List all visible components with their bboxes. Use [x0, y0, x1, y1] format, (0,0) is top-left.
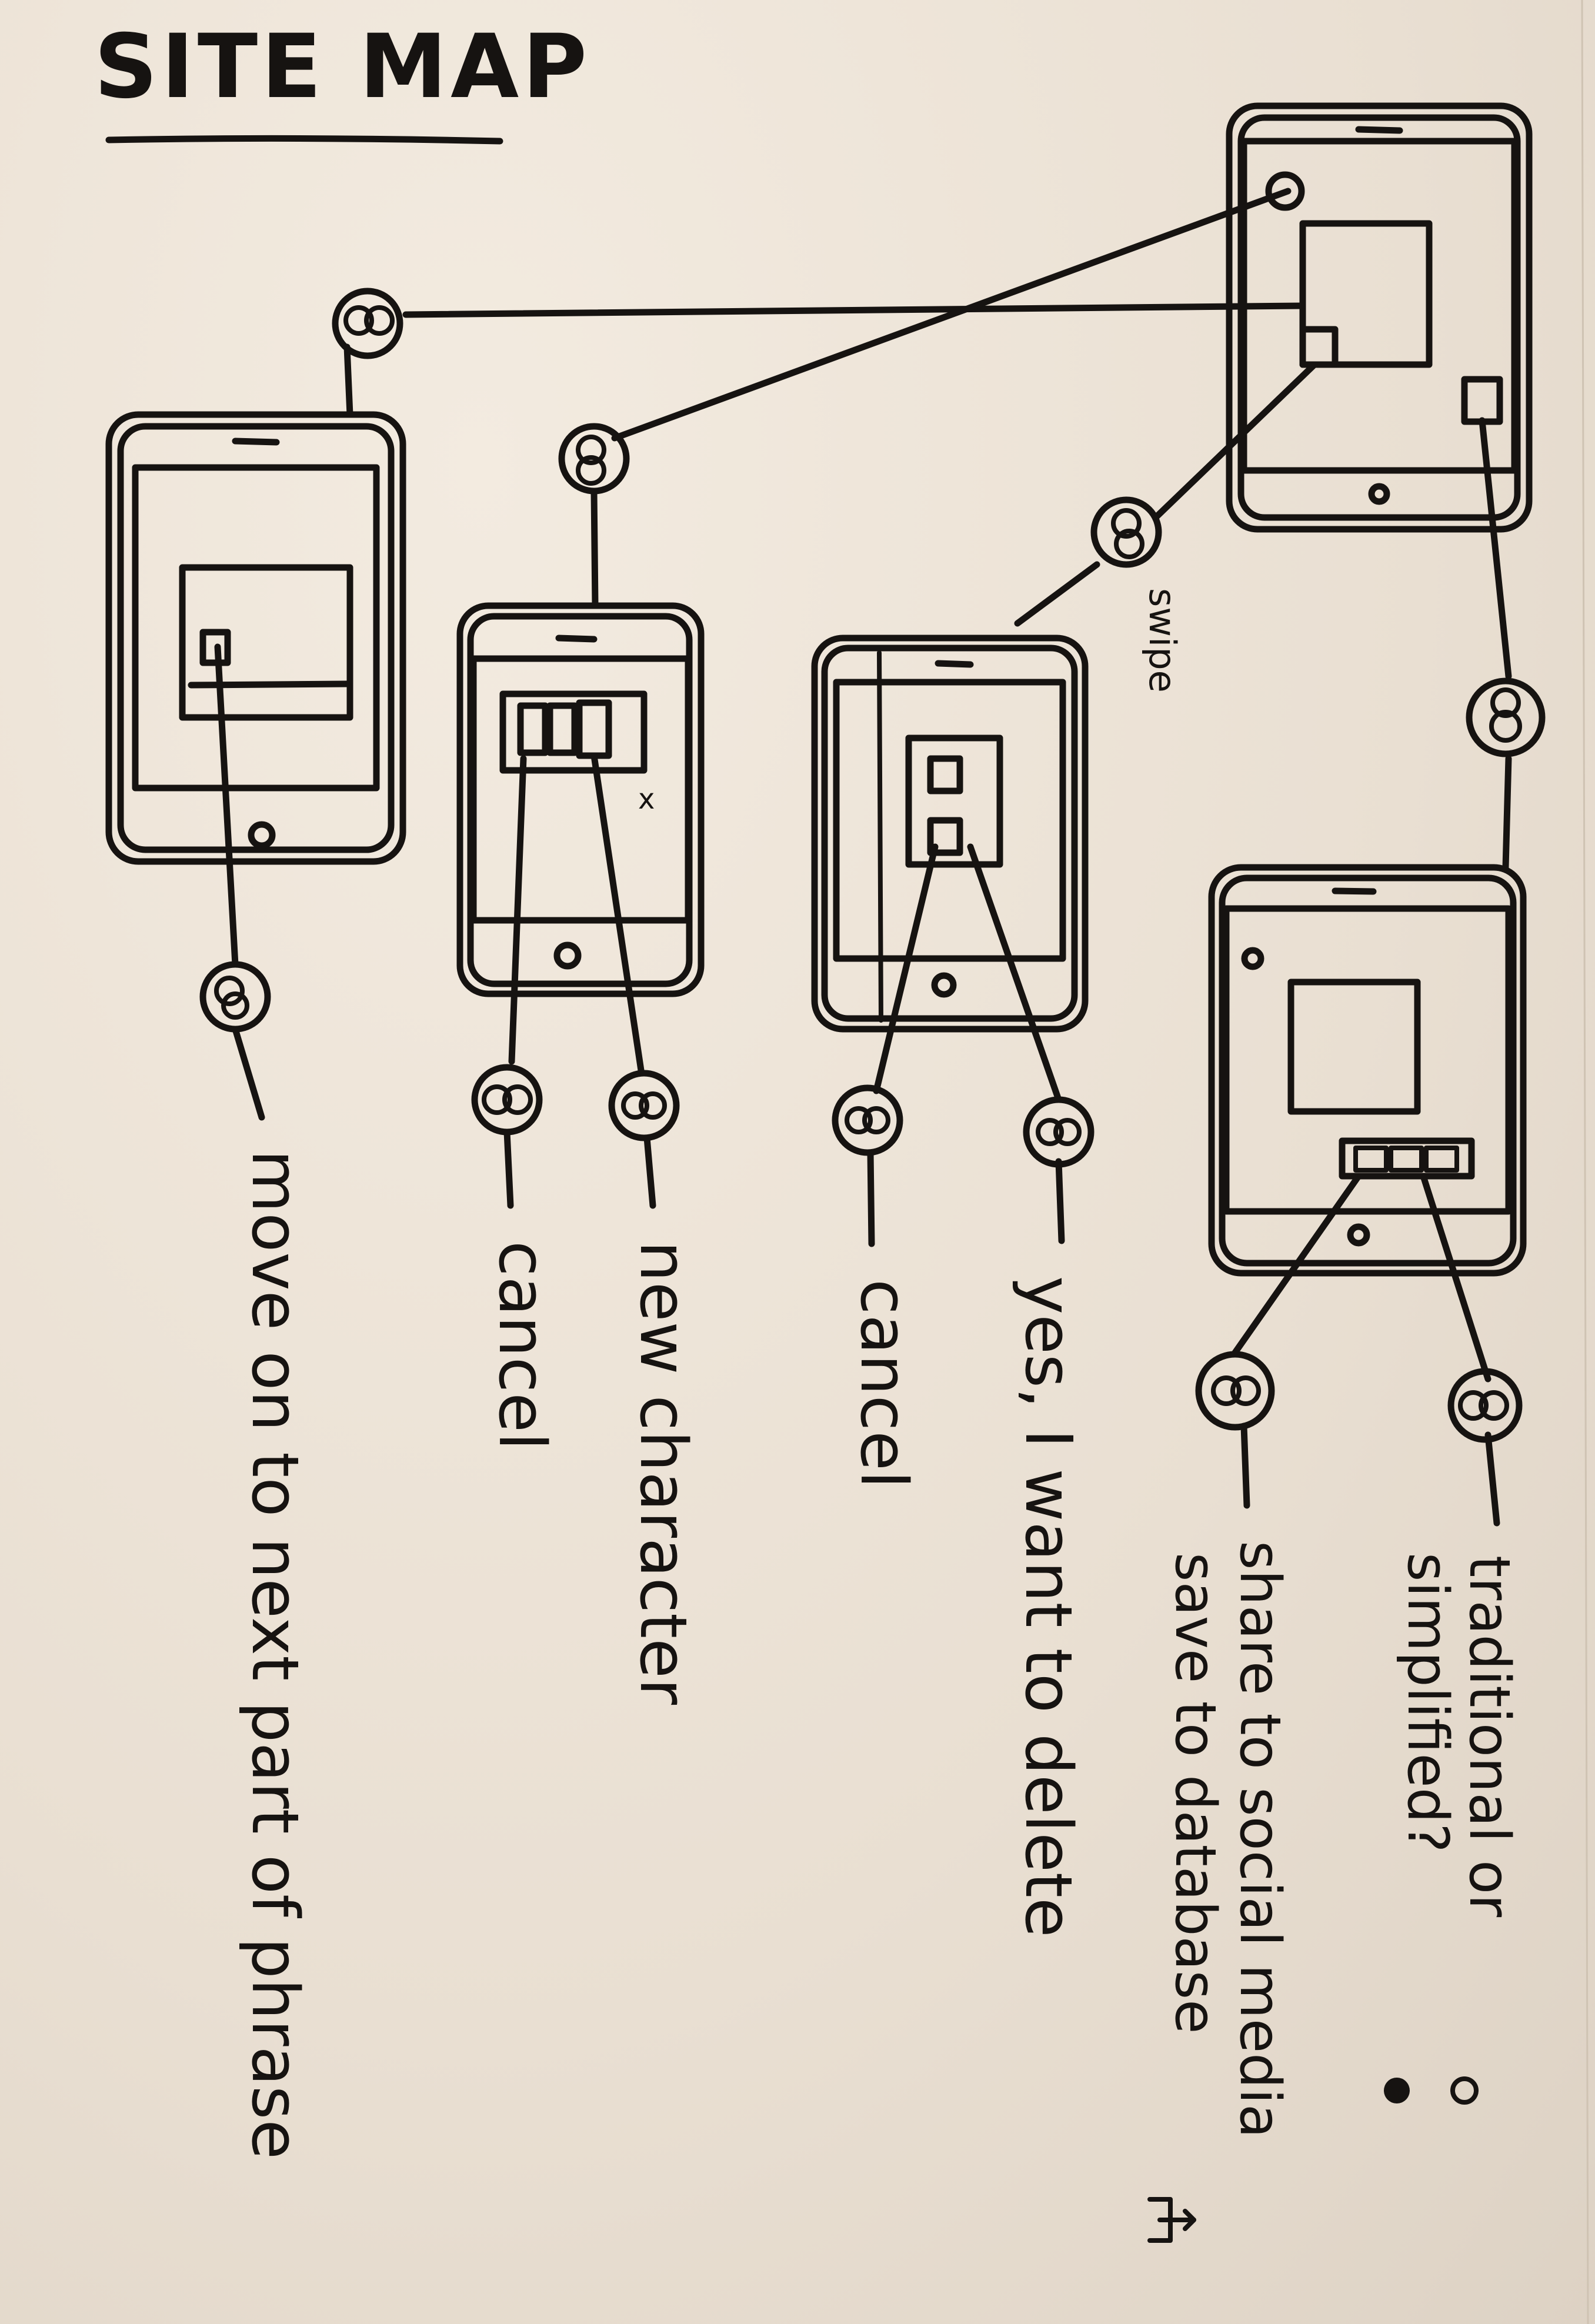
main-top-left-dot — [1265, 171, 1305, 211]
main-small-square — [1299, 326, 1339, 368]
label-cancel-right: cancel — [846, 1279, 922, 1488]
label-yes-delete: yes, I want to delete — [1011, 1276, 1086, 1938]
tap-hand-icon-5 — [199, 961, 271, 1033]
tap-hand-icon-8 — [832, 1084, 903, 1156]
tablet-move-on — [105, 411, 406, 865]
connectors — [214, 188, 1512, 1527]
tap-hand-icon-11 — [1447, 1368, 1523, 1443]
tap-hand-icon-9 — [1023, 1096, 1095, 1168]
label-traditional: traditional or — [1457, 1555, 1521, 1918]
toggle-dots-icon — [1384, 2076, 1479, 2105]
tap-hand-icon-6 — [471, 1064, 543, 1136]
main-content-box — [1299, 220, 1433, 368]
tap-hand-icon-4 — [1466, 677, 1546, 757]
label-share-social: share to social media — [1227, 1541, 1292, 2138]
main-corner-button — [1461, 376, 1503, 425]
share-icon — [1147, 2197, 1196, 2243]
tablet-new-character: x — [456, 602, 705, 997]
tap-hand-icon-2 — [558, 423, 630, 495]
label-simplified: simplified? — [1395, 1552, 1460, 1853]
swipe-note: swipe — [1141, 588, 1184, 693]
tap-hand-icon-1 — [332, 288, 403, 359]
title-underline — [105, 135, 503, 145]
label-cancel-left: cancel — [485, 1241, 560, 1450]
tap-hand-icon-10 — [1195, 1351, 1275, 1431]
label-new-character: new character — [626, 1241, 701, 1705]
close-x-mark: x — [638, 783, 655, 816]
label-move-on: move on to next part of phrase — [238, 1150, 313, 2159]
page-edge — [1581, 0, 1589, 2324]
page-title: SITE MAP — [94, 16, 590, 118]
tablet-share — [1208, 864, 1527, 1277]
tablet-delete — [811, 635, 1089, 1033]
tap-hand-icon-3 — [1090, 496, 1162, 568]
label-save-database: save to database — [1163, 1552, 1227, 2034]
tap-hand-icon-7 — [608, 1070, 680, 1141]
